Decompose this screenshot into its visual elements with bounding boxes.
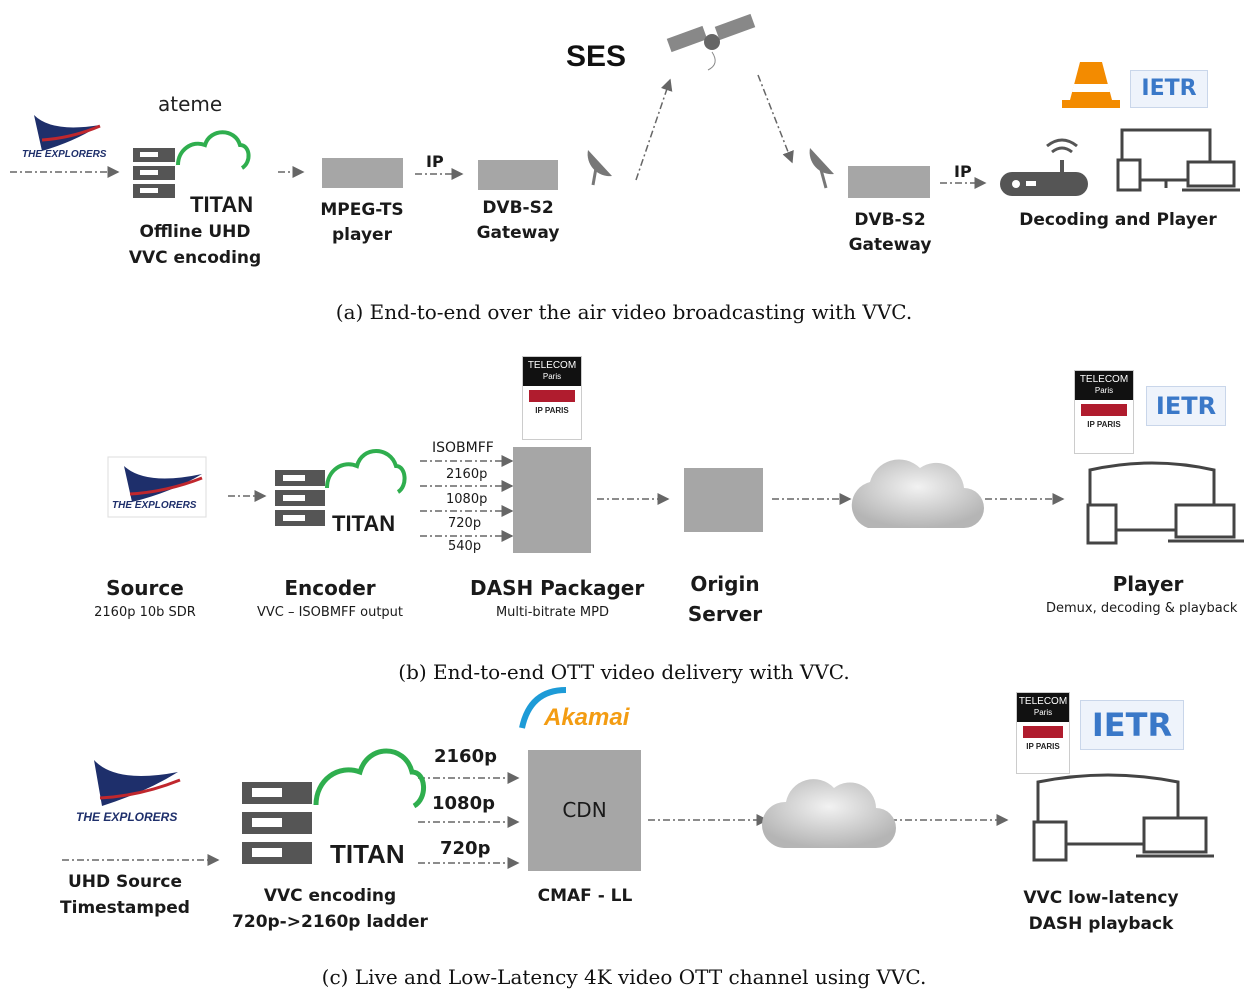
explorers-flag-b <box>107 456 207 518</box>
ses-logo: SES <box>566 40 627 73</box>
server-icon-b <box>275 449 407 526</box>
res-b-540: 540p <box>448 539 482 554</box>
res-c-2160: 2160p <box>434 746 497 767</box>
mpegts-label-1: MPEG-TS <box>320 200 404 220</box>
telecom-logo-c-text: TELECOM <box>1018 696 1068 707</box>
source-label-c-1: UHD Source <box>67 872 183 892</box>
ietr-logo-b: IETR <box>1146 386 1226 426</box>
server-icon-c <box>242 748 426 864</box>
ietr-logo-a: IETR <box>1130 70 1208 108</box>
source-sub: 2160p 10b SDR <box>94 605 196 620</box>
encoder-title: Encoder <box>284 576 376 600</box>
router-icon <box>1000 138 1088 196</box>
dash-packager-box <box>513 447 591 553</box>
encoding-label-c-1: VVC encoding <box>263 886 397 906</box>
caption-c: (c) Live and Low-Latency 4K video OTT ch… <box>321 965 927 989</box>
isobmff-label: ISOBMFF <box>432 440 494 456</box>
ip-paris-b-right: IP PARIS <box>1087 420 1121 429</box>
telecom-logo-c-sub: Paris <box>1033 708 1053 717</box>
akamai-logo: Akamai <box>544 704 630 731</box>
telecom-logo-b-text: TELECOM <box>527 360 577 371</box>
gateway-tx-label-1: DVB-S2 <box>482 198 554 218</box>
cloud-icon-b <box>851 459 984 528</box>
gateway-tx-label-2: Gateway <box>476 223 560 243</box>
source-title: Source <box>106 576 184 600</box>
devices-icon-c <box>1032 773 1214 862</box>
playback-label-c-2: DASH playback <box>1028 914 1174 934</box>
player-sub: Demux, decoding & playback <box>1046 601 1238 616</box>
telecom-logo-b-right-band <box>1081 404 1127 416</box>
res-b-2160: 2160p <box>446 467 488 482</box>
titan-logo-a: TITAN <box>190 192 254 217</box>
server-icon-a <box>133 130 251 198</box>
gateway-rx-box <box>848 166 930 198</box>
explorers-flag-a <box>34 115 101 151</box>
arrow-a-downlink <box>757 74 794 164</box>
explorers-logo-c: THE EXPLORERS <box>76 810 178 824</box>
caption-b: (b) End-to-end OTT video delivery with V… <box>398 660 850 684</box>
titan-logo-b: TITAN <box>332 511 396 536</box>
dish-icon-tx <box>587 150 612 186</box>
encoder-sub: VVC – ISOBMFF output <box>256 605 404 620</box>
res-b-720: 720p <box>448 516 482 531</box>
explorers-logo-b: THE EXPLORERS <box>112 500 197 511</box>
titan-logo-c: TITAN <box>330 839 405 869</box>
source-label-c-2: Timestamped <box>60 898 190 918</box>
encoder-label-a-1: Offline UHD <box>139 222 251 242</box>
telecom-logo-b-right-text: TELECOM <box>1079 374 1129 385</box>
explorers-logo-a: THE EXPLORERS <box>22 149 107 160</box>
mpegts-label-2: player <box>332 225 392 245</box>
gateway-rx-label-1: DVB-S2 <box>854 210 926 230</box>
res-b-1080: 1080p <box>446 492 488 507</box>
origin-server-box <box>684 468 763 532</box>
ateme-logo: ateme <box>158 92 223 116</box>
cmaf-label: CMAF - LL <box>537 886 633 906</box>
telecom-logo-b-sub: Paris <box>542 372 562 381</box>
telecom-logo-b-band <box>529 390 575 402</box>
cloud-icon-c <box>761 779 896 848</box>
ip-paris-b: IP PARIS <box>535 406 569 415</box>
caption-a: (a) End-to-end over the air video broadc… <box>335 300 913 324</box>
encoder-label-a-2: VVC encoding <box>128 248 262 268</box>
akamai-swoosh-icon <box>519 687 567 729</box>
dish-icon-rx <box>809 148 834 189</box>
ip-label-1: IP <box>426 152 444 171</box>
gateway-rx-label-2: Gateway <box>848 235 932 255</box>
origin-title-2: Server <box>687 602 763 626</box>
packager-sub: Multi-bitrate MPD <box>495 605 610 620</box>
gateway-tx-box <box>478 160 558 190</box>
playback-label-c-1: VVC low-latency <box>1023 888 1179 908</box>
explorers-flag-c <box>94 760 181 806</box>
player-title: Player <box>1112 572 1184 596</box>
cdn-box <box>528 750 641 871</box>
packager-title: DASH Packager <box>470 576 645 600</box>
decoding-label: Decoding and Player <box>1019 210 1217 230</box>
arrow-a-uplink <box>635 78 673 181</box>
vlc-cone-icon <box>1062 62 1120 108</box>
origin-title-1: Origin <box>690 572 760 596</box>
telecom-logo-b-right-sub: Paris <box>1094 386 1114 395</box>
telecom-logo-c-band <box>1023 726 1063 738</box>
res-c-720: 720p <box>440 838 491 859</box>
satellite-icon <box>666 13 756 71</box>
encoding-label-c-2: 720p->2160p ladder <box>232 912 428 932</box>
devices-icon-a <box>1116 128 1240 192</box>
res-c-1080: 1080p <box>432 793 495 814</box>
devices-icon-b <box>1086 461 1244 545</box>
mpegts-box <box>322 158 403 188</box>
ip-paris-c: IP PARIS <box>1026 742 1060 751</box>
cdn-label: CDN <box>562 798 607 822</box>
ip-label-2: IP <box>954 162 972 181</box>
ietr-logo-c: IETR <box>1080 700 1184 750</box>
